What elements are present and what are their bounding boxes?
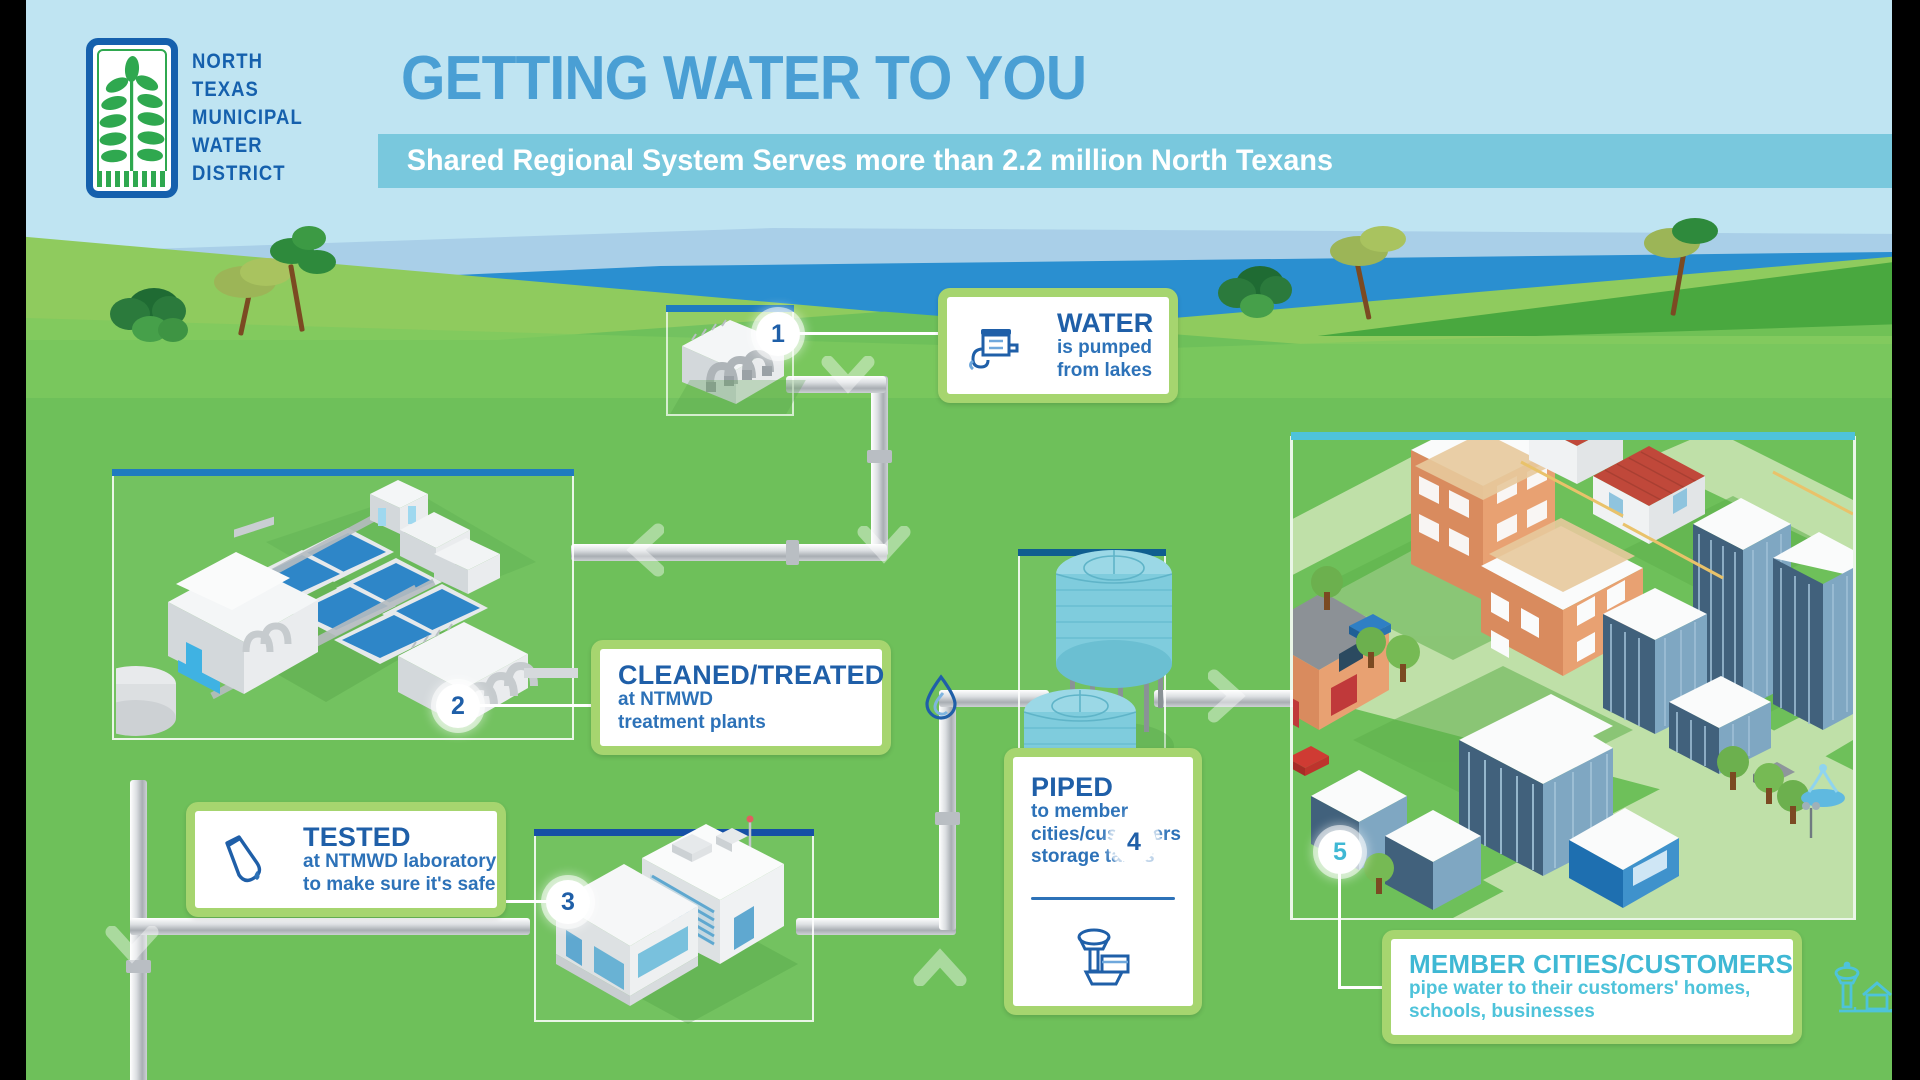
header-banner: NORTH TEXAS MUNICIPAL WATER DISTRICT GET… [26, 0, 1892, 228]
callout-step-5[interactable]: MEMBER CITIES/CUSTOMERS pipe water to th… [1382, 930, 1892, 1045]
flow-arrow-icon [910, 930, 970, 986]
flow-arrow-icon [818, 356, 878, 412]
leader-line-1 [796, 332, 946, 335]
tree-cluster-left [106, 260, 226, 352]
callout-step-4-sub-1: to member [1031, 801, 1129, 823]
callout-step-2-text: CLEANED/TREATED at NTMWD treatment plant… [618, 661, 885, 734]
callout-step-2-sub-1: at NTMWD [618, 689, 713, 711]
callout-step-3[interactable]: TESTED at NTMWD laboratory to make sure … [186, 802, 506, 918]
pipe-to-lab-horizontal [130, 918, 530, 935]
callout-step-2[interactable]: CLEANED/TREATED at NTMWD treatment plant… [591, 640, 957, 756]
callout-step-3-sub-2: to make sure it's safe [303, 873, 496, 895]
flow-arrow-icon [102, 926, 162, 982]
logo-wordmark: NORTH TEXAS MUNICIPAL WATER DISTRICT [192, 48, 303, 188]
callout-step-4-title: PIPED [1031, 772, 1114, 802]
pipe-riser-to-tanks [939, 690, 956, 930]
callout-step-5-title: MEMBER CITIES/CUSTOMERS [1409, 949, 1794, 979]
callout-step-4-text: PIPED to member cities/customers storage… [1031, 772, 1181, 869]
water-tower-and-houses-icon [1829, 959, 1892, 1015]
logo-line-5: DISTRICT [192, 162, 286, 185]
page-title: GETTING WATER TO YOU [401, 44, 1087, 113]
step-marker-5[interactable]: 5 [1318, 830, 1362, 874]
treatment-plant [96, 472, 580, 742]
logo-line-1: NORTH [192, 50, 263, 73]
infographic-canvas: NORTH TEXAS MUNICIPAL WATER DISTRICT GET… [26, 0, 1892, 1080]
water-droplet-icon [921, 673, 961, 723]
leader-line-5-horizontal [1338, 986, 1390, 989]
page-subtitle: Shared Regional System Serves more than … [406, 144, 1333, 177]
tree-leaning-right-1 [1316, 218, 1436, 338]
step-marker-3[interactable]: 3 [546, 880, 590, 924]
callout-divider [1031, 896, 1175, 900]
step-marker-2-number: 2 [451, 691, 465, 720]
step-marker-4-number: 4 [1127, 827, 1141, 856]
pipe-joint [786, 540, 799, 565]
pipe-from-pump-top [786, 376, 886, 393]
pipe-to-tank-inlet [939, 690, 1049, 707]
step-marker-3-number: 3 [561, 887, 575, 916]
callout-step-1-title: WATER [1057, 308, 1154, 338]
callout-step-1-sub-1: is pumped [1057, 337, 1153, 359]
pipe-lab-to-riser [796, 918, 956, 935]
tree-cluster-right-1 [1216, 240, 1326, 340]
pipe-joint [935, 812, 960, 825]
callout-step-3-title: TESTED [303, 822, 411, 852]
pipe-tanks-to-city [1154, 690, 1302, 707]
callout-step-1-text: WATER is pumped from lakes [1057, 309, 1154, 382]
tree-leaning-right-2 [1626, 214, 1756, 334]
flow-arrow-icon [854, 526, 914, 582]
flow-arrow-icon [1208, 666, 1264, 726]
logo-water-waves [97, 171, 167, 187]
callout-step-2-sub-2: treatment plants [618, 711, 766, 733]
step-marker-1-number: 1 [771, 319, 785, 348]
step-marker-5-number: 5 [1333, 837, 1347, 866]
pipe-joint [126, 960, 151, 973]
leader-line-2 [478, 704, 598, 707]
pipe-into-treatment-plant [571, 544, 887, 561]
ntmwd-logo-mark [86, 38, 178, 198]
tree-leaning-left-2 [254, 224, 364, 344]
callout-step-5-sub-1: pipe water to their customers' homes, [1409, 978, 1751, 1000]
test-tube-icon [213, 833, 267, 887]
pipe-vertical-from-pump [871, 376, 888, 556]
callout-step-5-sub-2: schools, businesses [1409, 1000, 1595, 1022]
step-marker-4[interactable]: 4 [1112, 820, 1156, 864]
diagram-scene: 1 WATER is pumped from lakes [26, 200, 1892, 1080]
callout-step-1[interactable]: WATER is pumped from lakes [938, 288, 1178, 404]
leader-line-3 [500, 900, 552, 903]
subtitle-bar: Shared Regional System Serves more than … [378, 134, 1892, 188]
step-marker-1[interactable]: 1 [756, 312, 800, 356]
callout-step-3-text: TESTED at NTMWD laboratory to make sure … [303, 823, 496, 896]
logo-line-4: WATER [192, 134, 263, 157]
pipe-joint [867, 450, 892, 463]
logo-plant-icon [97, 53, 167, 181]
step-marker-2[interactable]: 2 [436, 684, 480, 728]
logo-line-3: MUNICIPAL [192, 106, 303, 129]
fountain [1801, 764, 1845, 807]
water-pump-icon [965, 319, 1021, 373]
callout-step-1-sub-2: from lakes [1057, 359, 1153, 381]
callout-step-5-text: MEMBER CITIES/CUSTOMERS pipe water to th… [1409, 949, 1794, 1023]
ntmwd-laboratory [538, 814, 828, 1026]
water-tower-icon [1031, 924, 1175, 988]
callout-step-2-title: CLEANED/TREATED [618, 660, 885, 690]
logo-lockup: NORTH TEXAS MUNICIPAL WATER DISTRICT [86, 38, 318, 198]
flow-arrow-icon [608, 520, 664, 580]
callout-step-3-sub-1: at NTMWD laboratory [303, 851, 497, 873]
logo-line-2: TEXAS [192, 78, 259, 101]
leader-line-5-vertical [1338, 870, 1341, 988]
member-cities-and-customers [1293, 440, 1853, 918]
callout-step-4[interactable]: PIPED to member cities/customers storage… [1004, 748, 1202, 1015]
